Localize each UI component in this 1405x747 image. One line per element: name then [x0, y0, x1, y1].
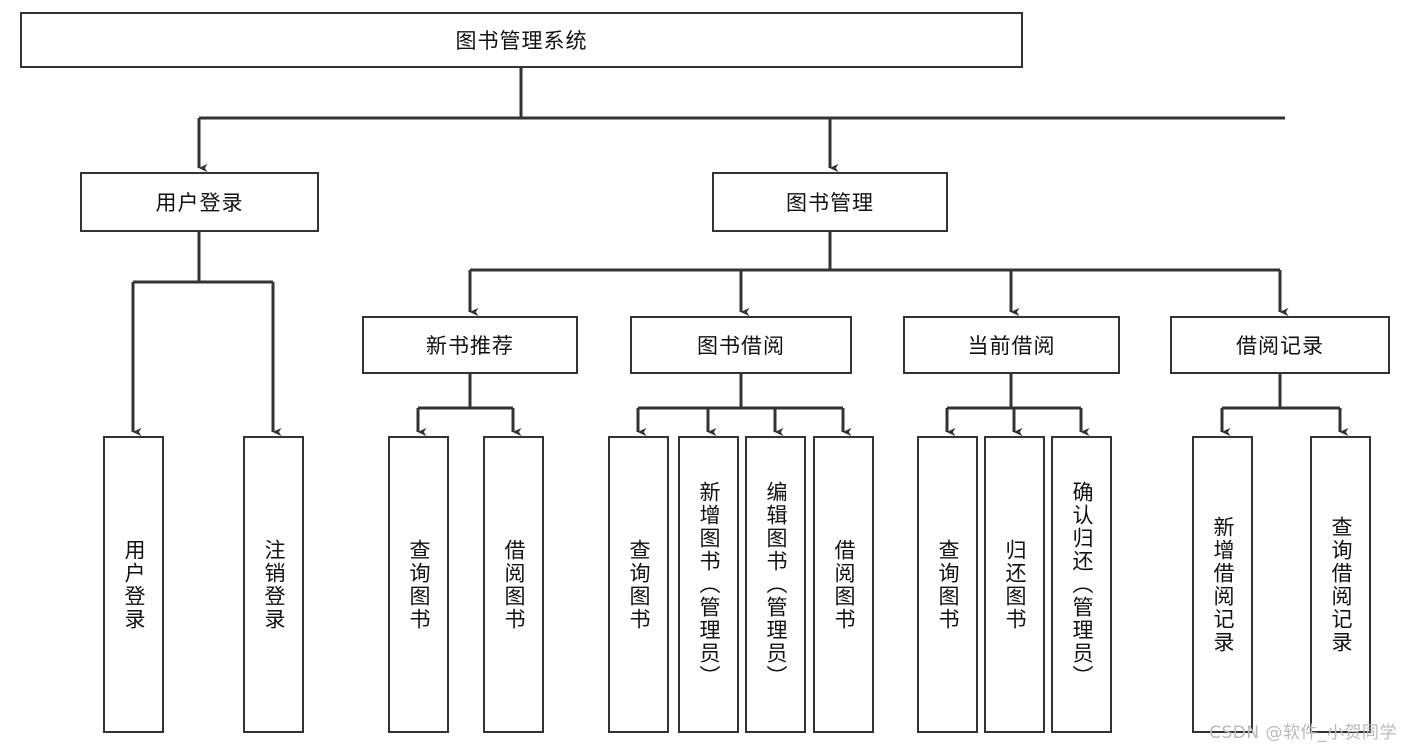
leaf-user-login[interactable]: 用户登录 — [103, 436, 164, 733]
leaf-confirm-return-admin[interactable]: 确认归还（管理员） — [1051, 436, 1112, 733]
node-current-borrow-label: 当前借阅 — [967, 334, 1056, 358]
node-root[interactable]: 图书管理系统 — [20, 12, 1023, 68]
leaf-borrow-book-recommend[interactable]: 借阅图书 — [483, 436, 544, 733]
node-user-login[interactable]: 用户登录 — [80, 172, 319, 232]
node-new-book-recommend[interactable]: 新书推荐 — [362, 316, 578, 374]
leaf-add-borrow-record[interactable]: 新增借阅记录 — [1192, 436, 1253, 733]
node-book-management[interactable]: 图书管理 — [712, 172, 948, 232]
watermark: CSDN @软件_小贺同学 — [1209, 723, 1397, 743]
node-borrow-record[interactable]: 借阅记录 — [1170, 316, 1390, 374]
leaf-query-book-current-label: 查询图书 — [935, 538, 960, 631]
leaf-return-book[interactable]: 归还图书 — [984, 436, 1045, 733]
node-book-borrow-label: 图书借阅 — [697, 334, 785, 358]
leaf-query-book-recommend-label: 查询图书 — [406, 538, 431, 631]
leaf-query-borrow-record-label: 查询借阅记录 — [1328, 515, 1353, 654]
leaf-edit-book-admin[interactable]: 编辑图书（管理员） — [745, 436, 806, 733]
leaf-add-book-admin-label: 新增图书（管理员） — [696, 481, 721, 688]
node-book-borrow[interactable]: 图书借阅 — [630, 316, 852, 374]
leaf-query-book-recommend[interactable]: 查询图书 — [388, 436, 449, 733]
node-root-label: 图书管理系统 — [455, 29, 588, 53]
leaf-query-borrow-record[interactable]: 查询借阅记录 — [1310, 436, 1371, 733]
node-current-borrow[interactable]: 当前借阅 — [903, 316, 1120, 374]
leaf-confirm-return-admin-label: 确认归还（管理员） — [1069, 481, 1094, 688]
leaf-add-borrow-record-label: 新增借阅记录 — [1210, 515, 1235, 654]
leaf-query-book-borrow-label: 查询图书 — [626, 538, 651, 631]
leaf-user-logout-label: 注销登录 — [261, 538, 286, 631]
leaf-return-book-label: 归还图书 — [1002, 538, 1027, 631]
leaf-borrow-book[interactable]: 借阅图书 — [813, 436, 874, 733]
node-book-management-label: 图书管理 — [786, 191, 874, 215]
leaf-user-login-label: 用户登录 — [121, 538, 146, 631]
leaf-borrow-book-label: 借阅图书 — [831, 538, 856, 631]
node-borrow-record-label: 借阅记录 — [1236, 334, 1324, 358]
leaf-add-book-admin[interactable]: 新增图书（管理员） — [678, 436, 739, 733]
leaf-query-book-borrow[interactable]: 查询图书 — [608, 436, 669, 733]
leaf-query-book-current[interactable]: 查询图书 — [917, 436, 978, 733]
leaf-borrow-book-recommend-label: 借阅图书 — [501, 538, 526, 631]
node-user-login-label: 用户登录 — [155, 191, 244, 215]
node-new-book-recommend-label: 新书推荐 — [426, 334, 514, 358]
leaf-user-logout[interactable]: 注销登录 — [243, 436, 304, 733]
leaf-edit-book-admin-label: 编辑图书（管理员） — [763, 481, 788, 688]
